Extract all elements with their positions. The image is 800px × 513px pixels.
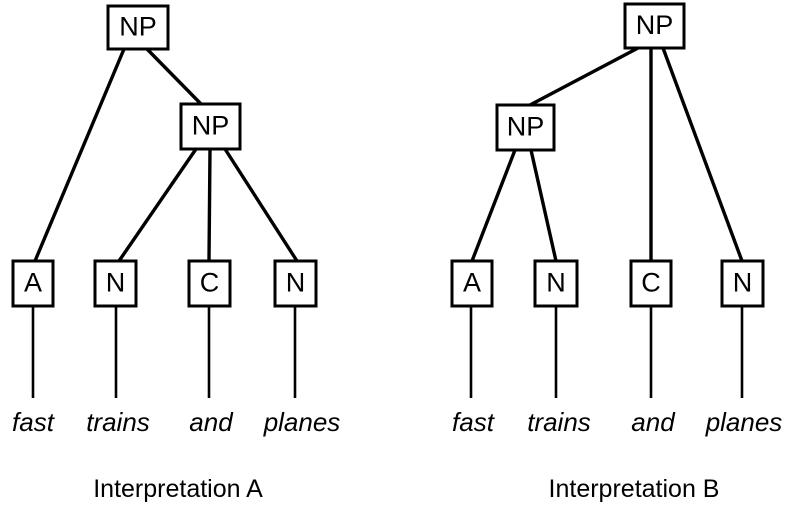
node-label: C [641, 268, 661, 298]
tree-branch [207, 148, 212, 262]
leaf-word: planes [263, 407, 341, 437]
tree-branch [33, 48, 126, 262]
leaf-word: trains [527, 407, 591, 437]
tree-branch [470, 149, 517, 262]
node-box-np[interactable] [495, 103, 556, 152]
node-label: A [463, 268, 481, 298]
node-label: NP [119, 12, 157, 42]
node-box-np[interactable] [623, 2, 686, 50]
node-box-n[interactable] [93, 259, 138, 308]
node-label: N [286, 268, 306, 298]
node-box-a[interactable] [450, 259, 494, 308]
node-box-np[interactable] [179, 102, 242, 151]
node-box-np[interactable] [106, 4, 170, 51]
tree-branch [223, 148, 299, 262]
node-label: C [200, 268, 220, 298]
node-box-n[interactable] [533, 259, 579, 308]
node-label: NP [507, 112, 545, 142]
leaf-word: and [631, 407, 676, 437]
node-box-n[interactable] [720, 259, 765, 308]
tree-branch [529, 149, 558, 262]
leaf-word: planes [705, 407, 783, 437]
node-label: NP [636, 10, 674, 40]
node-label: A [24, 268, 42, 298]
tree-caption: Interpretation B [549, 475, 720, 503]
node-label: NP [192, 111, 230, 141]
node-box-n[interactable] [273, 259, 318, 308]
tree-branch [529, 46, 639, 107]
tree-branch [145, 47, 203, 106]
node-label: N [546, 268, 566, 298]
leaf-word: and [189, 407, 234, 437]
leaf-word: fast [452, 407, 496, 437]
node-box-c[interactable] [629, 259, 673, 308]
leaf-word: fast [12, 407, 56, 437]
tree-branch [661, 47, 744, 262]
leaf-word: trains [86, 407, 150, 437]
tree-branch [117, 148, 198, 262]
node-box-a[interactable] [11, 259, 55, 308]
node-label: N [106, 268, 126, 298]
tree-caption: Interpretation A [93, 475, 263, 503]
node-box-c[interactable] [187, 259, 232, 308]
node-label: N [733, 268, 753, 298]
